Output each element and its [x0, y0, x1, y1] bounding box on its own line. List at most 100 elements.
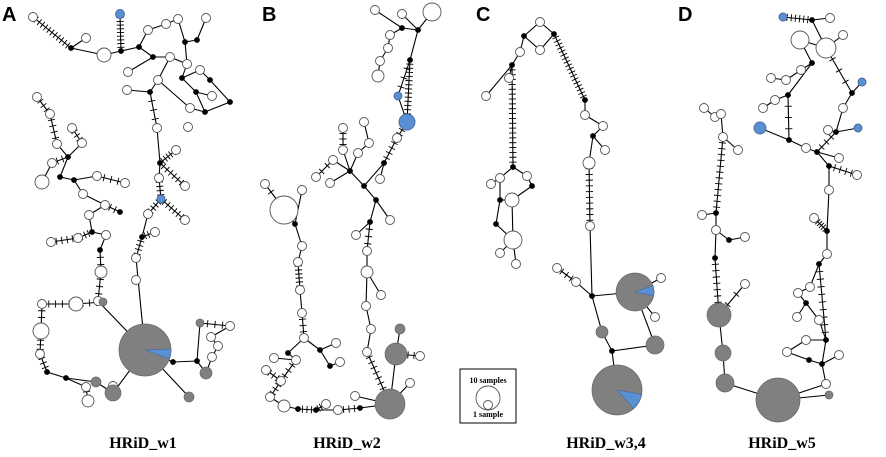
w34-c1-haplotype-node — [521, 33, 527, 39]
w34-c29-haplotype-node — [589, 293, 595, 299]
w2-b21-haplotype-node — [328, 155, 338, 165]
mutation-tick — [564, 271, 569, 279]
panel-title-w5: HRiD_w5 — [748, 435, 816, 452]
mutation-tick — [83, 231, 87, 239]
w1-a14-haplotype-node — [150, 54, 156, 60]
mutation-tick — [60, 155, 65, 163]
mutation-tick — [715, 177, 723, 179]
mutation-tick — [62, 39, 68, 46]
mutation-tick — [724, 302, 731, 308]
mutation-tick — [570, 73, 578, 78]
w5-d59-haplotype-node — [715, 373, 735, 393]
w5-d52-haplotype-node — [697, 210, 707, 220]
w1-a8-haplotype-node — [143, 25, 153, 35]
mutation-tick — [716, 171, 724, 173]
w5-d21-haplotype-node — [786, 137, 792, 143]
mutation-tick — [172, 207, 178, 215]
mutation-tick — [58, 37, 65, 44]
w5-d57-haplotype-node — [706, 302, 732, 328]
mutation-tick — [299, 331, 308, 333]
w1-a9-haplotype-node — [161, 19, 171, 29]
mutation-tick — [134, 248, 142, 252]
w2-b46-haplotype-node — [317, 347, 323, 353]
mutation-tick — [43, 24, 49, 31]
mutation-tick — [49, 29, 55, 36]
mutation-tick — [576, 87, 584, 92]
w2-b36-haplotype-node — [269, 195, 299, 225]
w5-d58-haplotype-node — [714, 344, 732, 362]
w1-a39-haplotype-node — [150, 227, 160, 237]
w2-b54-haplotype-node — [265, 392, 275, 402]
w2-edge — [409, 29, 419, 61]
w5-edge — [787, 62, 813, 96]
w1-a13-haplotype-node — [201, 13, 211, 23]
w2-b16-haplotype-node — [364, 138, 374, 148]
mutation-tick — [849, 169, 853, 177]
w1-a70-haplotype-node — [35, 349, 45, 359]
mutation-tick — [552, 35, 560, 40]
w5-d35-haplotype-node — [792, 312, 802, 322]
mutation-tick — [136, 243, 144, 247]
w5-edge — [826, 189, 830, 232]
w2-b2-haplotype-node — [422, 2, 442, 22]
w34-c23-haplotype-node — [590, 133, 596, 139]
w2-b39-haplotype-node — [292, 221, 298, 227]
mutation-tick — [39, 361, 48, 365]
mutation-tick — [711, 263, 720, 266]
mutation-tick — [817, 286, 825, 288]
w34-c10-haplotype-node — [495, 173, 505, 183]
mutation-tick — [365, 228, 373, 231]
w2-b10-haplotype-node — [407, 57, 413, 63]
w1-a30-haplotype-node — [183, 122, 193, 132]
w34-c19-haplotype-node — [486, 179, 496, 189]
w2-b48-haplotype-node — [335, 357, 345, 367]
w1-edge — [209, 79, 231, 103]
mutation-tick — [271, 372, 276, 379]
mutation-tick — [715, 182, 723, 185]
w1-a59-haplotype-node — [89, 229, 95, 235]
mutation-tick — [43, 107, 50, 113]
w1-a52-haplotype-node — [71, 177, 77, 183]
w5-d53-haplotype-node — [711, 225, 721, 235]
legend-small-label: 1 sample — [473, 410, 503, 419]
w1-a36-haplotype-node — [180, 215, 190, 225]
w34-c34-pie-slice — [616, 389, 642, 410]
w1-a78-haplotype-node — [183, 391, 195, 403]
w2-b25-haplotype-node — [375, 174, 385, 184]
w5-d13-haplotype-node — [758, 103, 768, 113]
mutation-tick — [353, 404, 356, 413]
mutation-tick — [156, 185, 164, 188]
w1-a40-haplotype-node — [131, 253, 141, 263]
mutation-tick — [108, 203, 112, 211]
w1-a20-haplotype-node — [195, 65, 205, 75]
mutation-tick — [285, 368, 292, 373]
mutation-tick — [165, 201, 171, 209]
w1-a68-haplotype-node — [37, 299, 47, 309]
w1-a32-haplotype-node — [157, 160, 163, 166]
mutation-tick — [66, 235, 69, 244]
mutation-tick — [833, 164, 837, 172]
w1-edge — [59, 156, 69, 178]
w1-edge — [160, 198, 186, 221]
mutation-tick — [579, 94, 587, 99]
mutation-tick — [561, 56, 569, 61]
w34-c36-haplotype-node — [650, 312, 660, 322]
mutation-tick — [375, 376, 382, 380]
w34-c28-haplotype-node — [571, 277, 581, 287]
w2-b32-haplotype-node — [376, 290, 386, 300]
mutation-tick — [149, 108, 158, 112]
w2-b8-haplotype-node — [375, 56, 385, 66]
w34-c8-haplotype-node — [504, 73, 514, 83]
w1-a54-haplotype-node — [92, 171, 102, 181]
w34-c24-haplotype-node — [600, 145, 610, 155]
w5-d49-haplotype-node — [718, 132, 728, 142]
w1-a21-haplotype-node — [207, 77, 213, 83]
mutation-tick — [829, 57, 836, 62]
w1-a61-haplotype-node — [46, 237, 56, 247]
mutation-tick — [171, 173, 178, 180]
w1-edge — [120, 46, 140, 52]
mutation-tick — [388, 145, 396, 151]
w1-a62-haplotype-node — [101, 230, 111, 240]
w5-d42-haplotype-node — [819, 361, 825, 367]
mutation-tick — [161, 198, 168, 206]
